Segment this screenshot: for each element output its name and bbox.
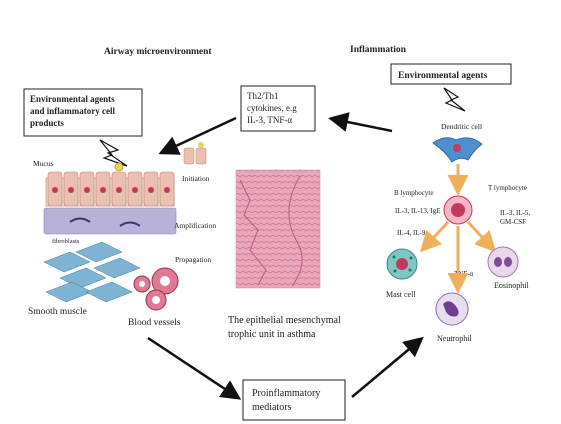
env-agents-box: Environmental agents [390,63,512,85]
eosinophil-icon [487,246,519,278]
blood-vessels-illustration [133,267,179,311]
t-lymphocyte-label: T lymphocyte [488,184,527,192]
smooth-muscle-label: Smooth muscle [28,307,87,317]
arrow-mediators-to-inflammation [351,336,424,398]
cytokines-box: Th2/Th1 cytokines, e.g IL-3, TNF-α [240,85,316,132]
box-line-3: products [30,118,64,128]
fibroblasts-label: fibroblasts [52,238,80,245]
t-cytokines-line-1: IL-3, IL-5, [500,209,530,217]
env-agents-label: Environmental agents [398,71,488,81]
propagation-label: Propagation [175,255,211,264]
airway-heading: Airway microenvironment [104,47,212,57]
blood-vessels-label: Blood vessels [128,318,181,328]
mucus-label: Mucus [33,159,53,168]
lightning-bolt-icon [99,139,128,167]
arrow-airway-to-mediators [147,336,242,400]
cytokines-line-2: cytokines, e.g [247,103,297,113]
initiation-label: Initiation [182,174,210,183]
mast-cell-icon [386,248,418,280]
arrow-inflammation-to-cytokines [328,112,393,133]
t-cytokines-line-2: GM-CSF [500,218,526,226]
arrow-cytokines-to-airway [158,116,237,155]
mediators-box: Proinflammatory mediators [242,379,346,421]
b-lymphocyte-label: B lymphocyte [394,189,433,197]
lightning-bolt-icon [443,87,466,112]
env-agents-inflammatory-box: Environmental agents and inflammatory ce… [23,88,143,137]
neutrophil-label: Neutrophil [437,334,472,343]
mast-cell-label: Mast cell [386,290,416,299]
epithelium-illustration [43,162,177,235]
cytokines-line-1: Th2/Th1 [247,91,279,101]
arrow-to-eosinophil [466,220,497,253]
eosinophil-label: Eosinophil [494,281,529,290]
histology-caption-1: The epithelial mesenchymal [228,315,341,326]
cytokines-line-3: IL-3, TNF-α [247,115,292,125]
dendritic-cell-icon [432,137,483,163]
box-line-1: Environmental agents [30,94,115,104]
inflammation-heading: Inflammation [350,45,407,55]
histology-caption-2: trophic unit in asthma [228,329,316,340]
mediators-line-1: Proinflammatory [252,388,320,399]
mediators-line-2: mediators [252,402,292,413]
arrow-to-mast-cell [419,220,450,253]
lymphocyte-icon [443,195,473,225]
histology-image [235,169,321,289]
neutrophil-icon [435,292,469,326]
il4-label: IL-4, IL-9 [397,229,426,237]
initiation-icon [183,142,207,165]
amplification-label: Amplification [174,221,216,230]
smooth-muscle-illustration [43,241,141,303]
b-cytokines-label: IL-3, IL-13, IgE [395,207,440,215]
box-line-2: and inflammatory cell [30,106,115,116]
dendritic-cell-label: Dendritic cell [441,122,482,131]
